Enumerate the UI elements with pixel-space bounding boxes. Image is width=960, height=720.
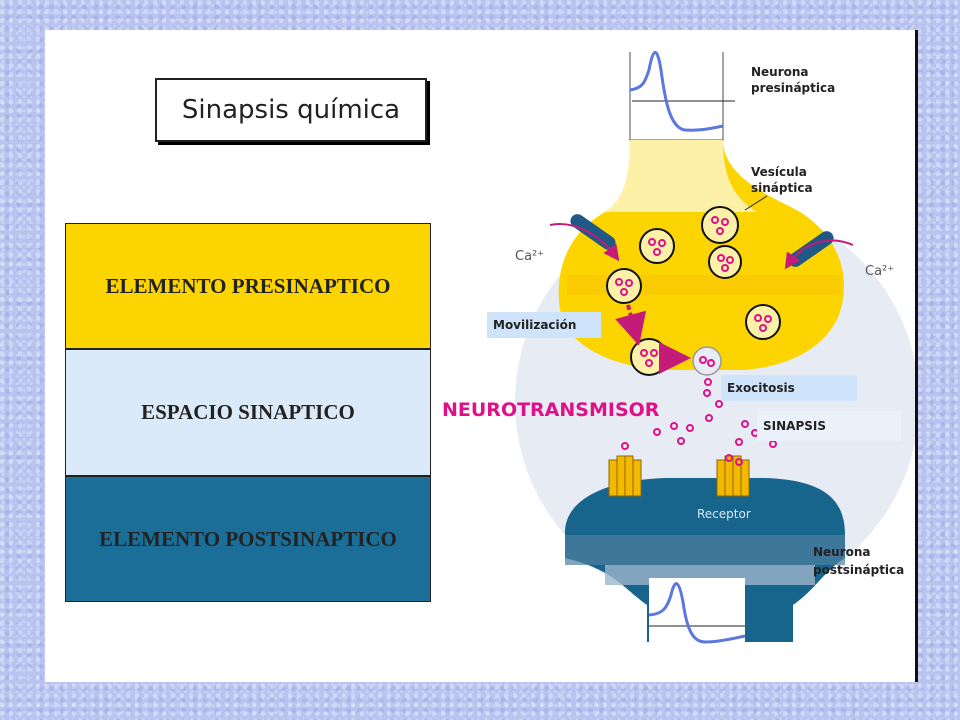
postsynaptic-trace-window [649,578,745,646]
label-vesicula-1: Vesícula [751,165,807,179]
label-neurona-pre-1: Neurona [751,65,809,79]
vesicle-5 [745,304,781,340]
vesicula-pointer [744,195,768,211]
slide: Sinapsis química ELEMENTO PRESINAPTICO E… [45,30,918,682]
neurotransmitter-molecules [621,378,777,450]
band-presynaptic: ELEMENTO PRESINAPTICO [65,223,431,349]
postsynaptic-gradient-band [565,535,845,565]
action-potential-trace-top [629,50,724,132]
synapse-diagram: Neurona presináptica Vesícula sináptica … [515,50,915,646]
label-vesicula-2: sináptica [751,181,813,195]
receptor-left [608,455,642,497]
label-movilizacion: Movilización [487,312,601,338]
label-neurona-post-1: Neurona [813,545,871,559]
vesicle-3 [708,245,742,279]
mobilization-arrow-down [615,304,647,346]
receptor-right [716,454,750,497]
calcium-arrow-left [549,223,620,262]
vesicle-6 [630,338,668,376]
label-neurona-post-2: postsináptica [813,563,904,577]
vesicle-2 [639,228,675,264]
presynaptic-terminal-highlight [605,140,757,212]
label-neurotransmisor: NEUROTRANSMISOR [442,399,660,421]
label-calcium-right: Ca²⁺ [865,264,894,279]
label-exocitosis: Exocitosis [721,375,857,401]
band-postsynaptic: ELEMENTO POSTSINAPTICO [65,476,431,602]
label-neurona-pre-2: presináptica [751,81,835,95]
exocytosis-vesicle [692,346,722,376]
action-potential-trace-bottom [648,582,746,644]
slide-title: Sinapsis química [155,78,427,142]
band-synaptic-cleft: ESPACIO SINAPTICO [65,349,431,476]
ion-channel-left [570,214,616,250]
calcium-arrow-right [784,239,854,270]
vesicle-1 [701,206,739,244]
label-sinapsis: SINAPSIS [757,411,901,441]
label-receptor: Receptor [697,507,751,521]
label-calcium-left: Ca²⁺ [515,249,544,264]
vesicle-4 [606,268,642,304]
